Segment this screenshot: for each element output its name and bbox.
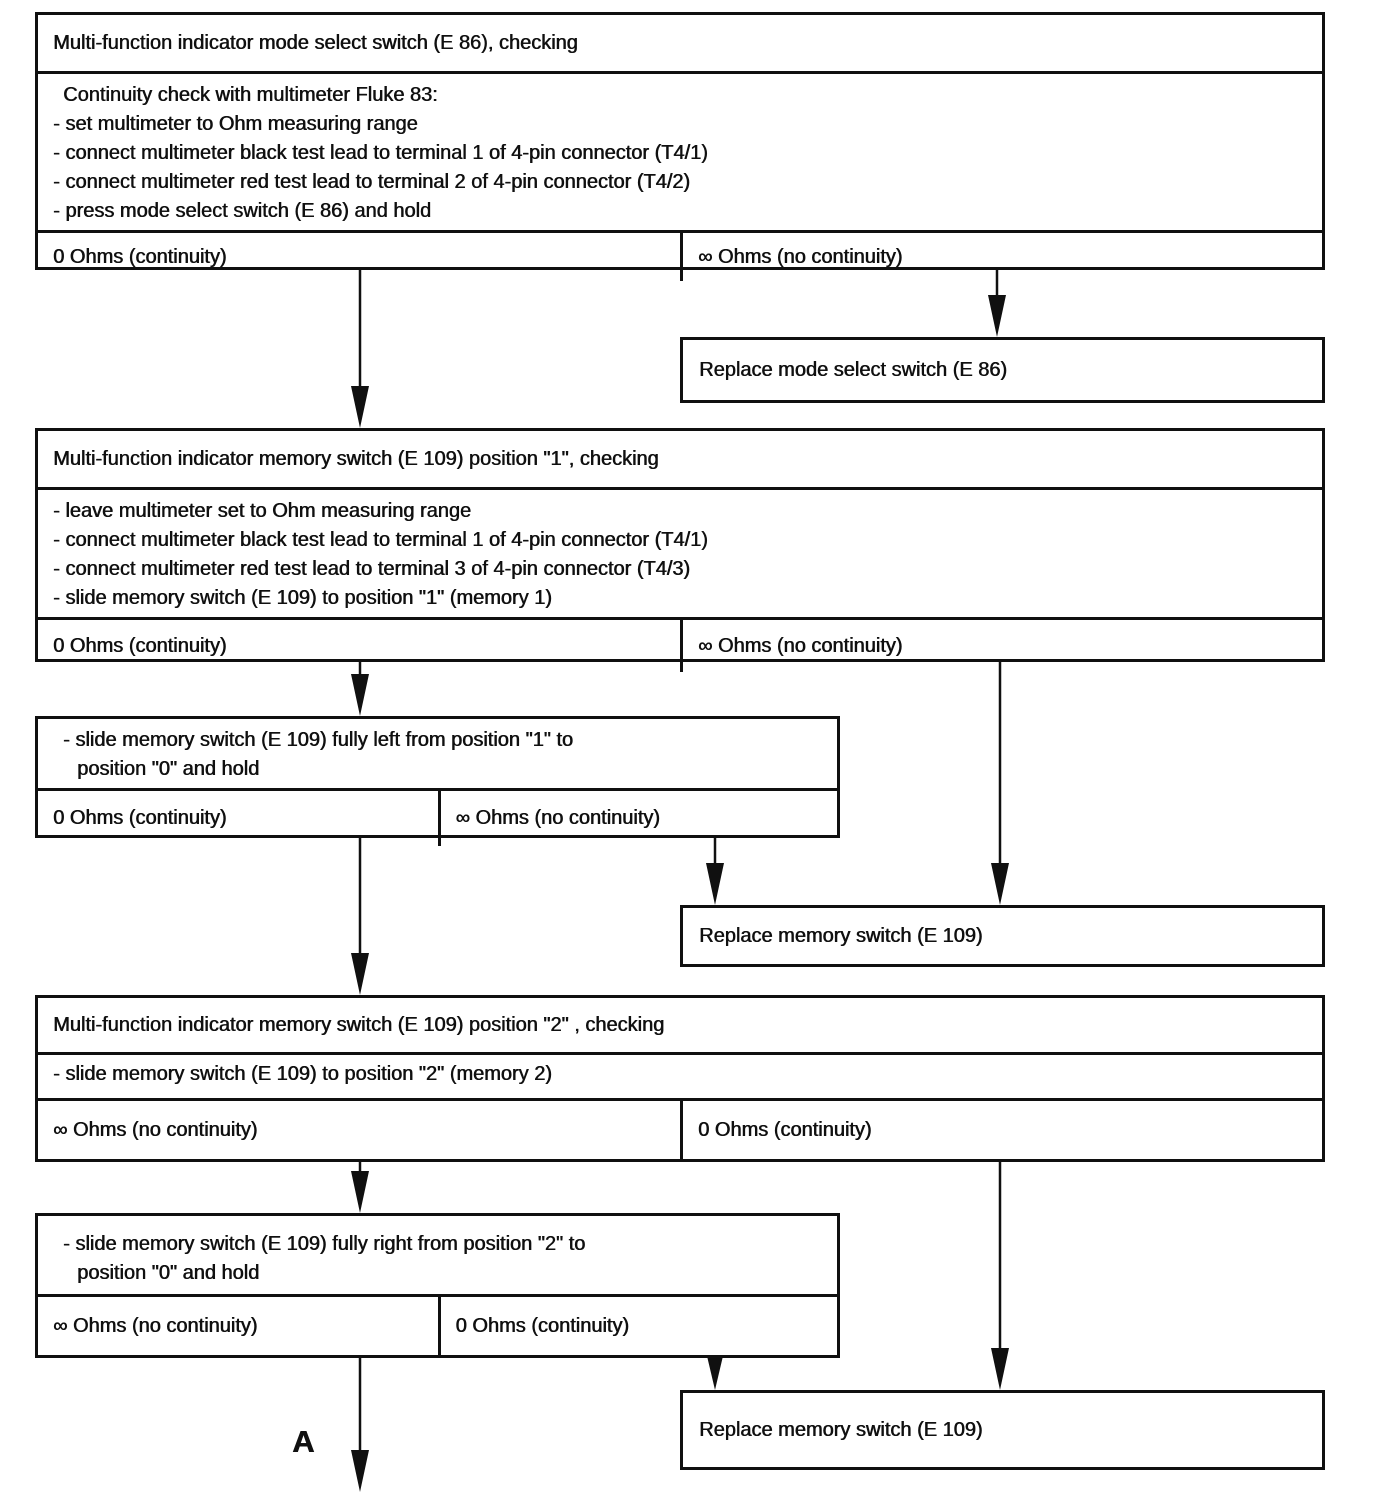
outcome-right-cell: ∞ Ohms (no continuity) bbox=[680, 233, 1322, 281]
section-title-row: Multi-function indicator memory switch (… bbox=[38, 431, 1322, 490]
outcome-right-label: ∞ Ohms (no continuity) bbox=[698, 634, 903, 657]
instruction-line: - slide memory switch (E 109) fully left… bbox=[63, 729, 573, 751]
outcome-left-cell: 0 Ohms (continuity) bbox=[38, 620, 680, 672]
outcome-left-label: 0 Ohms (continuity) bbox=[53, 245, 227, 268]
outcome-left-cell: ∞ Ohms (no continuity) bbox=[38, 1101, 680, 1159]
instructions: Continuity check with multimeter Fluke 8… bbox=[38, 74, 1322, 230]
outcome-row: 0 Ohms (continuity) ∞ Ohms (no continuit… bbox=[38, 617, 1322, 672]
outcome-left-cell: 0 Ohms (continuity) bbox=[38, 233, 680, 281]
instruction-line: - set multimeter to Ohm measuring range bbox=[53, 113, 418, 135]
instruction-line: - slide memory switch (E 109) to positio… bbox=[53, 587, 552, 609]
instruction-line: - connect multimeter black test lead to … bbox=[53, 529, 708, 551]
instruction-line: - connect multimeter red test lead to te… bbox=[53, 171, 690, 193]
instruction-line: Continuity check with multimeter Fluke 8… bbox=[63, 84, 438, 106]
section-title: Multi-function indicator memory switch (… bbox=[53, 447, 659, 470]
outcome-right-label: ∞ Ohms (no continuity) bbox=[698, 245, 903, 268]
arrow-down-icon bbox=[351, 1162, 369, 1213]
arrow-down-icon bbox=[707, 1356, 723, 1390]
section-title-row: Multi-function indicator mode select swi… bbox=[38, 15, 1322, 74]
arrow-down-icon bbox=[706, 838, 724, 905]
outcome-right-cell: 0 Ohms (continuity) bbox=[437, 1297, 838, 1355]
outcome-right-cell: ∞ Ohms (no continuity) bbox=[680, 620, 1322, 672]
outcome-left-cell: ∞ Ohms (no continuity) bbox=[38, 1297, 438, 1355]
outcome-row: 0 Ohms (continuity) ∞ Ohms (no continuit… bbox=[38, 230, 1322, 281]
arrow-down-icon bbox=[991, 1162, 1009, 1390]
section-title: Multi-function indicator mode select swi… bbox=[53, 31, 578, 54]
instructions: - slide memory switch (E 109) to positio… bbox=[38, 1055, 1322, 1098]
instruction-line: - slide memory switch (E 109) to positio… bbox=[53, 1063, 552, 1085]
instructions: - slide memory switch (E 109) fully righ… bbox=[38, 1216, 837, 1294]
outcome-left-label: 0 Ohms (continuity) bbox=[53, 634, 227, 657]
slide-fully-right-box: - slide memory switch (E 109) fully righ… bbox=[35, 1213, 840, 1358]
replace-memory-switch-label: Replace memory switch (E 109) bbox=[699, 924, 983, 947]
arrow-down-icon bbox=[351, 838, 369, 995]
replace-memory-switch-label: Replace memory switch (E 109) bbox=[699, 1418, 983, 1441]
outcome-right-label: ∞ Ohms (no continuity) bbox=[455, 807, 660, 829]
instructions: - slide memory switch (E 109) fully left… bbox=[38, 719, 837, 788]
replace-mode-select-switch-box: Replace mode select switch (E 86) bbox=[680, 337, 1325, 403]
replace-memory-switch-box-2: Replace memory switch (E 109) bbox=[680, 1390, 1325, 1470]
instruction-line: - press mode select switch (E 86) and ho… bbox=[53, 200, 431, 222]
section-title-row: Multi-function indicator memory switch (… bbox=[38, 998, 1322, 1055]
instruction-line: - connect multimeter red test lead to te… bbox=[53, 558, 690, 580]
instruction-line: - connect multimeter black test lead to … bbox=[53, 142, 708, 164]
check-memory-switch-pos1-box: Multi-function indicator memory switch (… bbox=[35, 428, 1325, 672]
outcome-left-cell: 0 Ohms (continuity) bbox=[38, 791, 438, 846]
replace-mode-select-switch-label: Replace mode select switch (E 86) bbox=[699, 358, 1007, 381]
slide-fully-left-box: - slide memory switch (E 109) fully left… bbox=[35, 716, 840, 846]
continuation-marker-a: A bbox=[292, 1424, 315, 1459]
outcome-right-label: 0 Ohms (continuity) bbox=[455, 1314, 629, 1337]
outcome-row: ∞ Ohms (no continuity) 0 Ohms (continuit… bbox=[38, 1294, 837, 1355]
arrow-down-icon bbox=[351, 270, 369, 428]
outcome-right-cell: 0 Ohms (continuity) bbox=[680, 1101, 1322, 1159]
instructions: - leave multimeter set to Ohm measuring … bbox=[38, 490, 1322, 617]
check-memory-switch-pos2-box: Multi-function indicator memory switch (… bbox=[35, 995, 1325, 1162]
outcome-left-label: 0 Ohms (continuity) bbox=[53, 807, 227, 829]
outcome-row: 0 Ohms (continuity) ∞ Ohms (no continuit… bbox=[38, 788, 837, 846]
instruction-line: position "0" and hold bbox=[77, 758, 260, 780]
outcome-right-label: 0 Ohms (continuity) bbox=[698, 1118, 872, 1141]
arrow-down-icon bbox=[351, 1358, 369, 1492]
outcome-left-label: ∞ Ohms (no continuity) bbox=[53, 1314, 258, 1337]
arrow-down-icon bbox=[991, 662, 1009, 905]
check-mode-select-switch-box: Multi-function indicator mode select swi… bbox=[35, 12, 1325, 281]
replace-memory-switch-box-1: Replace memory switch (E 109) bbox=[680, 905, 1325, 967]
outcome-right-cell: ∞ Ohms (no continuity) bbox=[437, 791, 838, 846]
instruction-line: position "0" and hold bbox=[77, 1262, 260, 1284]
outcome-row: ∞ Ohms (no continuity) 0 Ohms (continuit… bbox=[38, 1098, 1322, 1159]
instruction-line: - slide memory switch (E 109) fully righ… bbox=[63, 1233, 586, 1255]
instruction-line: - leave multimeter set to Ohm measuring … bbox=[53, 500, 471, 522]
section-title: Multi-function indicator memory switch (… bbox=[53, 1013, 665, 1036]
outcome-left-label: ∞ Ohms (no continuity) bbox=[53, 1118, 258, 1141]
